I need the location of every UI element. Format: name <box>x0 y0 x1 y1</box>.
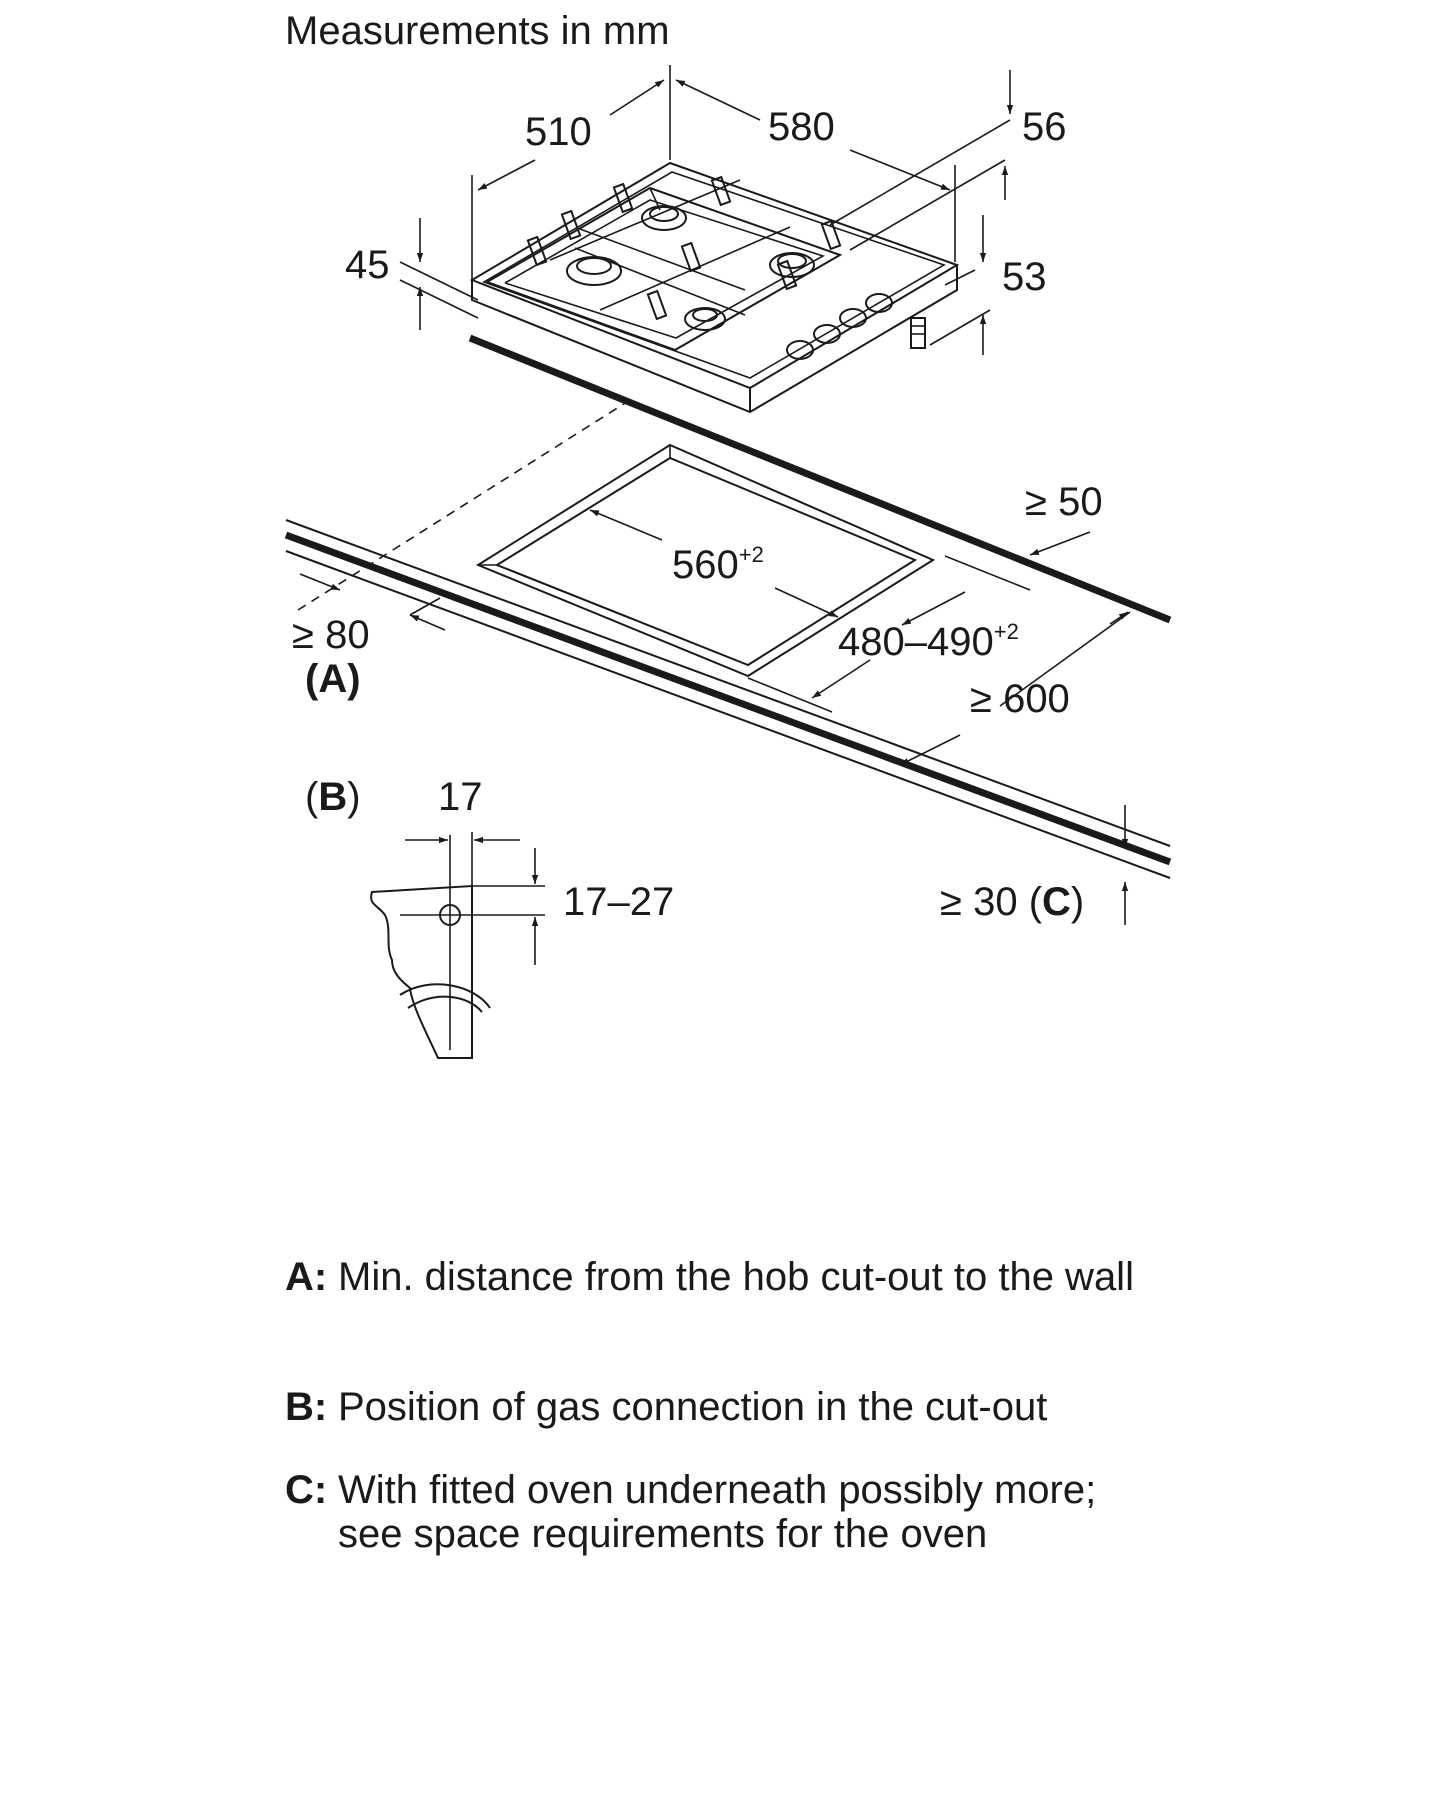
worktop-depth-label: ≥ 600 <box>970 677 1070 721</box>
burner-rear-left-icon <box>641 205 687 231</box>
hob-illustration <box>469 161 960 414</box>
detail-b-height-label: 17–27 <box>563 880 674 924</box>
side-clearance-key: (A) <box>305 657 361 701</box>
diagram-title: Measurements in mm <box>285 9 670 53</box>
burner-rear-right-icon <box>769 252 815 278</box>
control-knobs-icon <box>786 293 893 360</box>
legend-key: C: <box>285 1468 328 1512</box>
under-clearance-label: ≥ 30 (C) <box>940 880 1084 924</box>
hob-total-height-label: 56 <box>1022 105 1067 149</box>
detail-b-label: (B) <box>305 775 361 819</box>
burner-front-left-icon <box>566 256 622 286</box>
cutout-dimensions: 560+2 480–490+2 ≥ 50 ≥ 600 ≥ 80 (A) ≥ 30… <box>292 480 1131 925</box>
legend-key: A: <box>285 1255 328 1299</box>
hob-rear-height-label: 53 <box>1002 255 1047 299</box>
gas-connection-detail: (B) 17 17–27 <box>305 775 674 1059</box>
hob-dimensions: 510 580 56 45 53 <box>345 65 1067 355</box>
legend-key: B: <box>285 1385 328 1429</box>
hob-width-label: 580 <box>768 105 835 149</box>
detail-b-offset-label: 17 <box>438 775 483 819</box>
side-clearance-label: ≥ 80 <box>292 613 370 657</box>
legend-text: With fitted oven underneath possibly mor… <box>338 1468 1097 1556</box>
gas-connector-icon <box>910 317 926 349</box>
rear-clearance-label: ≥ 50 <box>1025 480 1103 524</box>
legend-text: Position of gas connection in the cut-ou… <box>338 1385 1048 1429</box>
legend-text: Min. distance from the hob cut-out to th… <box>338 1255 1134 1299</box>
hob-depth-label: 510 <box>525 110 592 154</box>
cutout-depth-label: 480–490+2 <box>838 619 1019 664</box>
cutout-width-label: 560+2 <box>672 542 764 587</box>
burner-front-right-icon <box>684 307 726 331</box>
hob-front-height-label: 45 <box>345 243 390 287</box>
worktop-illustration <box>284 334 1172 879</box>
